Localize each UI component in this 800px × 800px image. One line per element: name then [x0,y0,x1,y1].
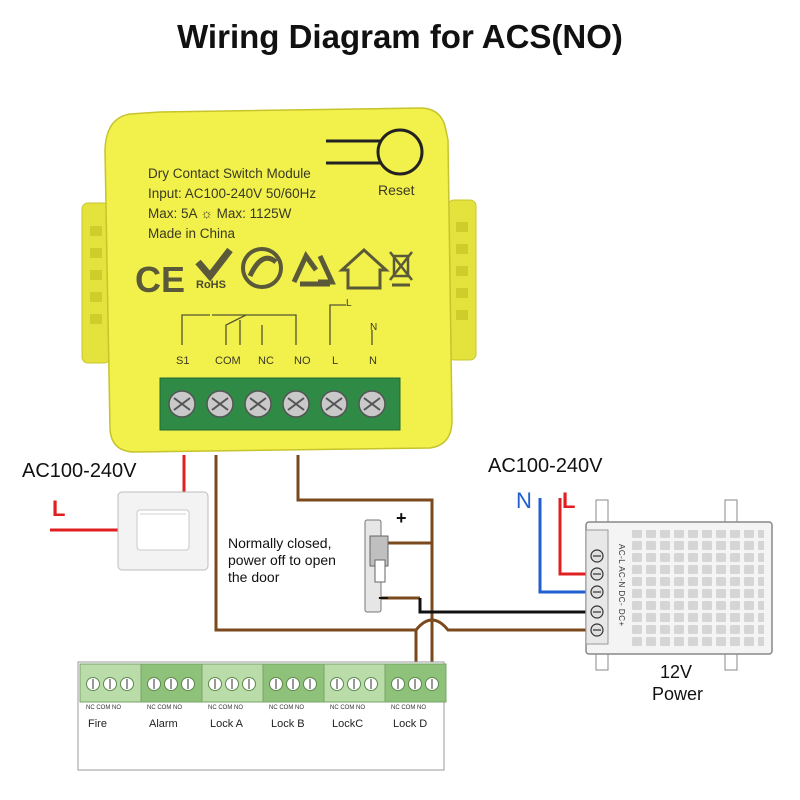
controller-terminal-screw[interactable] [120,677,134,691]
ce-mark-icon: CE [135,259,185,300]
weee-bin-icon [389,251,413,287]
controller-terminal-screw[interactable] [164,677,178,691]
wire-no-to-lockd [296,455,434,678]
indoor-use-icon [338,247,390,290]
psu-terminal-screw[interactable] [590,585,604,599]
module-terminal-screw[interactable] [358,390,386,418]
psu-terminals [590,549,604,637]
power-supply [585,499,773,671]
lock-minus-label: − [378,588,389,608]
psu-terminal-screw[interactable] [590,623,604,637]
terminal-label-com: COM [215,355,241,367]
psu-n-label: N [516,488,532,513]
lock-note: Normally closed, power off to open the d… [228,535,336,586]
controller-terminal-labels: NC COM NO [330,705,365,711]
controller-terminal-labels: NC COM NO [208,705,243,711]
svg-text:CE: CE [135,259,185,300]
psu-terminal-screw[interactable] [590,549,604,563]
controller-group-label: Fire [88,718,107,730]
module-screws [168,390,386,418]
module-terminal-screw[interactable] [206,390,234,418]
controller-terminal-screw[interactable] [242,677,256,691]
module-terminal-screw[interactable] [282,390,310,418]
controller-terminal-screw[interactable] [269,677,283,691]
terminal-label-no: NO [294,355,311,367]
controller-terminal-screw[interactable] [364,677,378,691]
controller-group-label: Lock D [393,718,428,730]
lock-plus-label: + [396,508,407,528]
rohs-check-icon [195,247,233,282]
psu-supply-label: AC100-240V [488,455,603,477]
module-line-input: Input: AC100-240V 50/60Hz [148,186,317,201]
terminal-label-l: L [332,355,339,367]
module-terminal-screw[interactable] [244,390,272,418]
controller-group-label: LockC [332,718,364,730]
controller-group-label: Alarm [149,718,178,730]
rohs-label: RoHS [196,279,226,291]
lock-note-line1: Normally closed, [228,535,332,551]
wire-neutral [538,498,596,594]
reset-button[interactable] [326,128,424,176]
psu-terminal-screw[interactable] [590,605,604,619]
wall-switch[interactable] [117,491,209,571]
controller-terminal-screw[interactable] [181,677,195,691]
psu-name-line2: Power [652,684,704,704]
controller-blocks [79,663,447,703]
dry-contact-module: CE [104,107,453,453]
controller-terminal-labels: NC COM NO [391,705,426,711]
controller-terminal-screw[interactable] [208,677,222,691]
switch-live-label: L [52,496,66,521]
wire-psu-live [558,498,596,576]
controller-terminal-screw[interactable] [147,677,161,691]
terminal-label-n: N [369,355,377,367]
wire-dcplus [414,618,596,632]
controller-terminal-screw[interactable] [408,677,422,691]
psu-terminal-screw[interactable] [590,567,604,581]
module-label: Dry Contact Switch Module Input: AC100-2… [148,164,316,244]
switch-supply-label: AC100-240V [22,460,137,482]
module-line-max: Max: 5A ☼ Max: 1125W [148,206,292,221]
lock-note-line3: the door [228,569,280,585]
controller-terminal-screw[interactable] [225,677,239,691]
module-top-n: N [370,322,378,333]
controller-terminal-screw[interactable] [86,677,100,691]
terminal-label-s1: S1 [176,355,190,367]
electric-lock [364,519,389,613]
controller-group-label: Lock B [271,718,305,730]
controller-terminal-screw[interactable] [103,677,117,691]
controller-terminal-screw[interactable] [425,677,439,691]
green-dot-icon [241,247,283,289]
module-line-name: Dry Contact Switch Module [148,166,311,181]
terminal-label-nc: NC [258,355,274,367]
module-top-l: L [346,298,352,309]
module-terminal-screw[interactable] [320,390,348,418]
wire-dcminus [418,598,596,614]
psu-name-line1: 12V [660,662,693,682]
wires [50,455,596,678]
wire-com-to-lockd [214,455,418,678]
controller-terminal-screw[interactable] [330,677,344,691]
controller-group-label: Lock A [210,718,244,730]
controller-terminal-screw[interactable] [391,677,405,691]
page-title: Wiring Diagram for ACS(NO) [177,18,623,55]
controller-terminal-screw[interactable] [286,677,300,691]
psu-l-label: L [562,488,576,513]
lock-note-line2: power off to open [228,552,336,568]
controller-terminal-labels: NC COM NO [269,705,304,711]
module-terminal-screw[interactable] [168,390,196,418]
recycle-icon [291,251,336,287]
controller-terminal-screw[interactable] [303,677,317,691]
module-line-origin: Made in China [148,226,236,241]
reset-label: Reset [378,182,415,198]
controller-terminal-labels: NC COM NO [147,705,182,711]
controller-terminal-screw[interactable] [347,677,361,691]
controller-terminal-labels: NC COM NO [86,705,121,711]
psu-terminal-labels: AC-L AC-N DC- DC+ [617,544,626,627]
relay-schematic [181,304,373,345]
